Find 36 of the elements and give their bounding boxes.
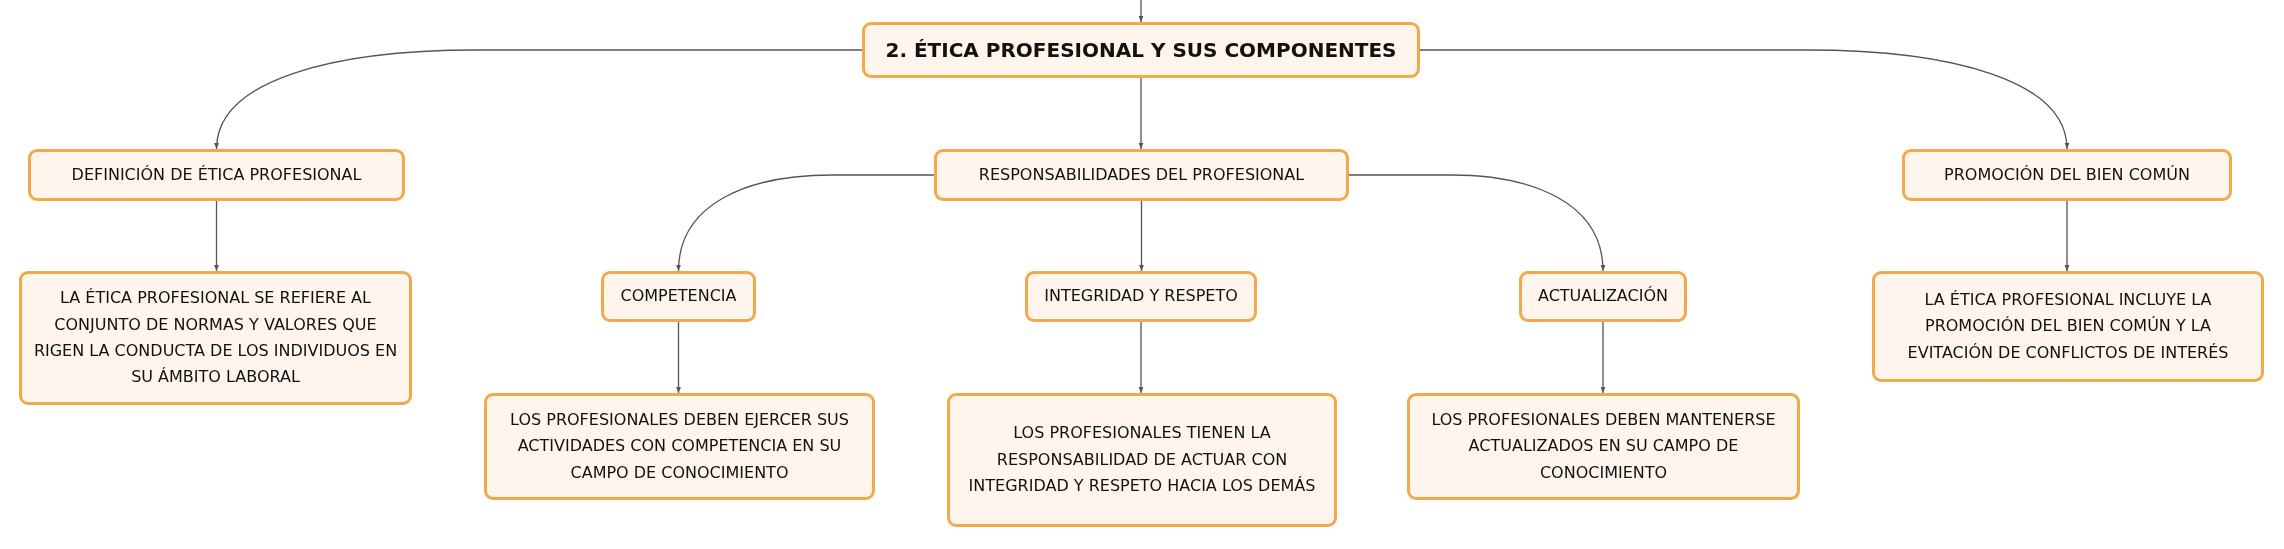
connector-arrow [675, 321, 682, 394]
description-box [947, 393, 1337, 527]
node-text: LOS PROFESIONALES DEBEN EJERCER SUS ACTIVIDADES CON COMPETENCIA EN SU CAMPO DE CONOCIMIENTO [509, 408, 850, 484]
connector-arrow [676, 174, 935, 272]
connector-arrow [1600, 321, 1606, 394]
node-text: LA ÉTICA PROFESIONAL SE REFIERE AL CONJUNTO DE NORMAS Y VALORES QUE RIGEN LA CONDUCTA DE LOS INDIVIDUOS EN SU ÁMBITO LABORAL [32, 287, 399, 389]
node-text: LOS PROFESIONALES TIENEN LA RESPONSABILIDAD DE ACTUAR CON INTEGRIDAD Y RESPETO HACIA LOS DEMÁS [967, 422, 1317, 498]
node-text: 2. ÉTICA PROFESIONAL Y SUS COMPONENTES [885, 36, 1397, 64]
connector-arrow [1138, 321, 1144, 394]
node-text: DEFINICIÓN DE ÉTICA PROFESIONAL [71, 163, 362, 186]
description-box [19, 271, 412, 405]
topic-box [28, 149, 405, 201]
connector-arrow [214, 49, 863, 150]
connector-arrow [1419, 49, 2069, 150]
connector-arrow [1138, 77, 1144, 150]
topic-box [1902, 149, 2232, 201]
topic-box [934, 149, 1349, 201]
connector-arrow [1138, 200, 1145, 272]
connector-arrow [213, 200, 220, 272]
node-text: INTEGRIDAD Y RESPETO [1044, 285, 1238, 308]
node-text: ACTUALIZACIÓN [1538, 285, 1668, 308]
node-text: COMPETENCIA [620, 285, 737, 308]
topic-box [862, 22, 1420, 78]
topic-box [1519, 271, 1687, 322]
connector-arrow [1138, 0, 1144, 23]
description-box [1872, 271, 2264, 382]
description-box [1407, 393, 1800, 500]
node-text: PROMOCIÓN DEL BIEN COMÚN [1944, 163, 2190, 186]
connector-arrow [1348, 174, 1605, 272]
node-text: RESPONSABILIDADES DEL PROFESIONAL [978, 163, 1305, 186]
topic-box [1025, 271, 1257, 322]
node-text: LOS PROFESIONALES DEBEN MANTENERSE ACTUALIZADOS EN SU CAMPO DE CONOCIMIENTO [1430, 408, 1777, 484]
description-box [484, 393, 875, 500]
connector-arrow [2064, 200, 2070, 272]
node-text: LA ÉTICA PROFESIONAL INCLUYE LA PROMOCIÓN DEL BIEN COMÚN Y LA EVITACIÓN DE CONFLICTOS DE INTERÉS [1906, 288, 2230, 364]
topic-box [601, 271, 756, 322]
